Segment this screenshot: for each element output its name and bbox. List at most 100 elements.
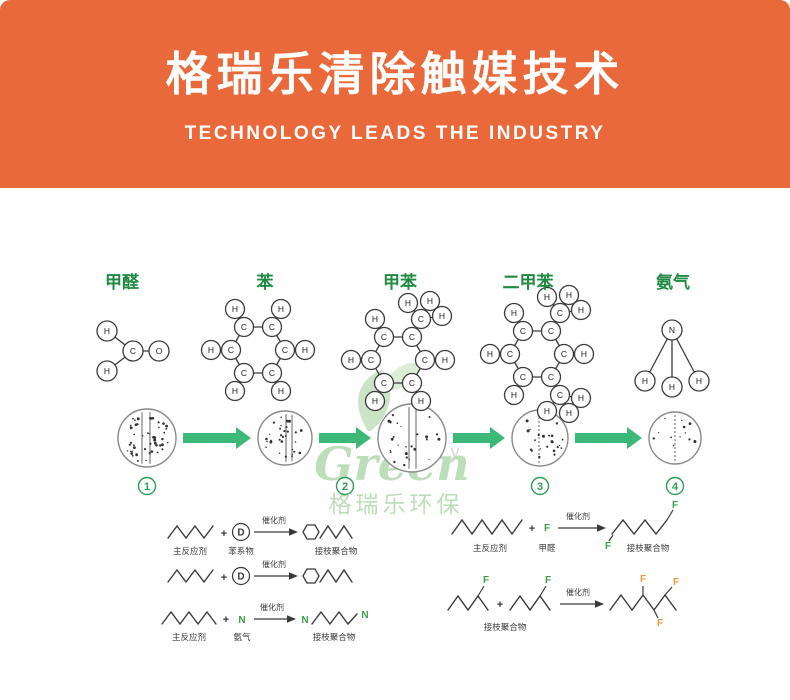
benzene-symbol-circle [231, 566, 251, 586]
atom-H [479, 343, 501, 365]
polymer-zigzag [161, 610, 217, 626]
reaction-right-1: + F 催化剂 F F 主反应剂 甲醛 接枝聚合物 [451, 500, 678, 553]
atom-H [503, 384, 525, 406]
speck [278, 438, 281, 441]
atom-label: H [405, 298, 411, 308]
speck [428, 416, 431, 418]
step-marker-3: 3 [530, 476, 550, 496]
arrowhead-icon [597, 524, 606, 532]
atom-H [688, 370, 710, 392]
speck [280, 416, 283, 419]
chem-label-benzene: 苯 [256, 272, 274, 292]
atom-H [570, 387, 592, 409]
dish [377, 403, 447, 473]
fluorine-symbol: F [605, 541, 611, 552]
speck [143, 448, 147, 451]
atom-H [200, 339, 222, 361]
atom-H [558, 402, 580, 424]
atom-label: H [696, 376, 702, 386]
atom-label: H [427, 296, 433, 306]
bond-line [666, 509, 674, 521]
speck [560, 447, 563, 449]
atom-C [360, 349, 382, 371]
atom-C [261, 316, 283, 338]
chem-label-toluene: 甲苯 [383, 272, 417, 292]
speck [435, 433, 439, 436]
speck [539, 448, 541, 450]
speck [162, 422, 165, 425]
speck [270, 439, 272, 442]
atom-label: H [511, 390, 517, 400]
speck [298, 451, 302, 455]
speck [287, 419, 291, 423]
dishes-layer [117, 403, 702, 473]
atom-C [233, 362, 255, 384]
step-marker-4: 4 [665, 476, 685, 496]
speck [280, 424, 282, 427]
speck [163, 431, 166, 434]
speck [390, 437, 394, 441]
catalyst-label: 催化剂 [260, 602, 284, 612]
atom-C [261, 362, 283, 384]
speck [416, 433, 419, 436]
step-circle [530, 476, 550, 496]
step-marker-2: 2 [335, 476, 355, 496]
atom-C [549, 302, 571, 324]
atom-H [536, 400, 558, 422]
speck [397, 444, 399, 446]
atom-label: C [557, 390, 563, 400]
atom-label: C [507, 349, 513, 359]
atom-label: H [487, 349, 493, 359]
speck [280, 440, 284, 443]
catalyst-label: 催化剂 [566, 511, 590, 521]
reaction-left-3: + N 催化剂 N N 主反应剂 氨气 接枝聚合物 [161, 602, 369, 642]
flow-arrow-icon [183, 427, 251, 449]
speck [387, 419, 391, 423]
atom-C [274, 339, 296, 361]
atom-label: C [409, 378, 415, 388]
chem-label-formaldehyde: 甲醛 [105, 272, 140, 292]
atom-H [634, 370, 656, 392]
atom-H [661, 376, 683, 398]
speck [161, 443, 164, 447]
speck [400, 425, 402, 427]
bond-line [608, 534, 614, 542]
atom-label: C [520, 326, 526, 336]
speck [425, 435, 429, 439]
speck [550, 434, 554, 438]
atom-label: C [228, 345, 234, 355]
atom-C [499, 343, 521, 365]
atom-C [540, 320, 562, 342]
speck [408, 458, 411, 461]
atom-label: C [418, 314, 424, 324]
speck [526, 429, 530, 433]
atom-label: H [232, 386, 238, 396]
speck [166, 441, 169, 444]
speck [525, 419, 529, 423]
atom-label: C [409, 332, 415, 342]
speck [681, 419, 683, 422]
atom-H [431, 305, 453, 327]
atom-label: H [544, 406, 550, 416]
step-circle [665, 476, 685, 496]
atom-label: H [208, 345, 214, 355]
plus-sign: + [529, 523, 535, 535]
header-banner: 格瑞乐清除触媒技术 TECHNOLOGY LEADS THE INDUSTRY [0, 0, 790, 188]
step-circle [335, 476, 355, 496]
speck [405, 446, 407, 448]
speck [145, 459, 147, 462]
atom-label: H [372, 314, 378, 324]
speck [550, 440, 554, 444]
atom-label: H [566, 408, 572, 418]
speck [541, 434, 545, 438]
arrowhead-icon [289, 528, 298, 536]
speck [684, 432, 686, 434]
fluorine-symbol: F [544, 523, 550, 534]
atom-label: C [130, 346, 136, 356]
atom-H [96, 320, 118, 342]
label-product: 接枝聚合物 [627, 543, 670, 553]
dish [117, 408, 177, 468]
